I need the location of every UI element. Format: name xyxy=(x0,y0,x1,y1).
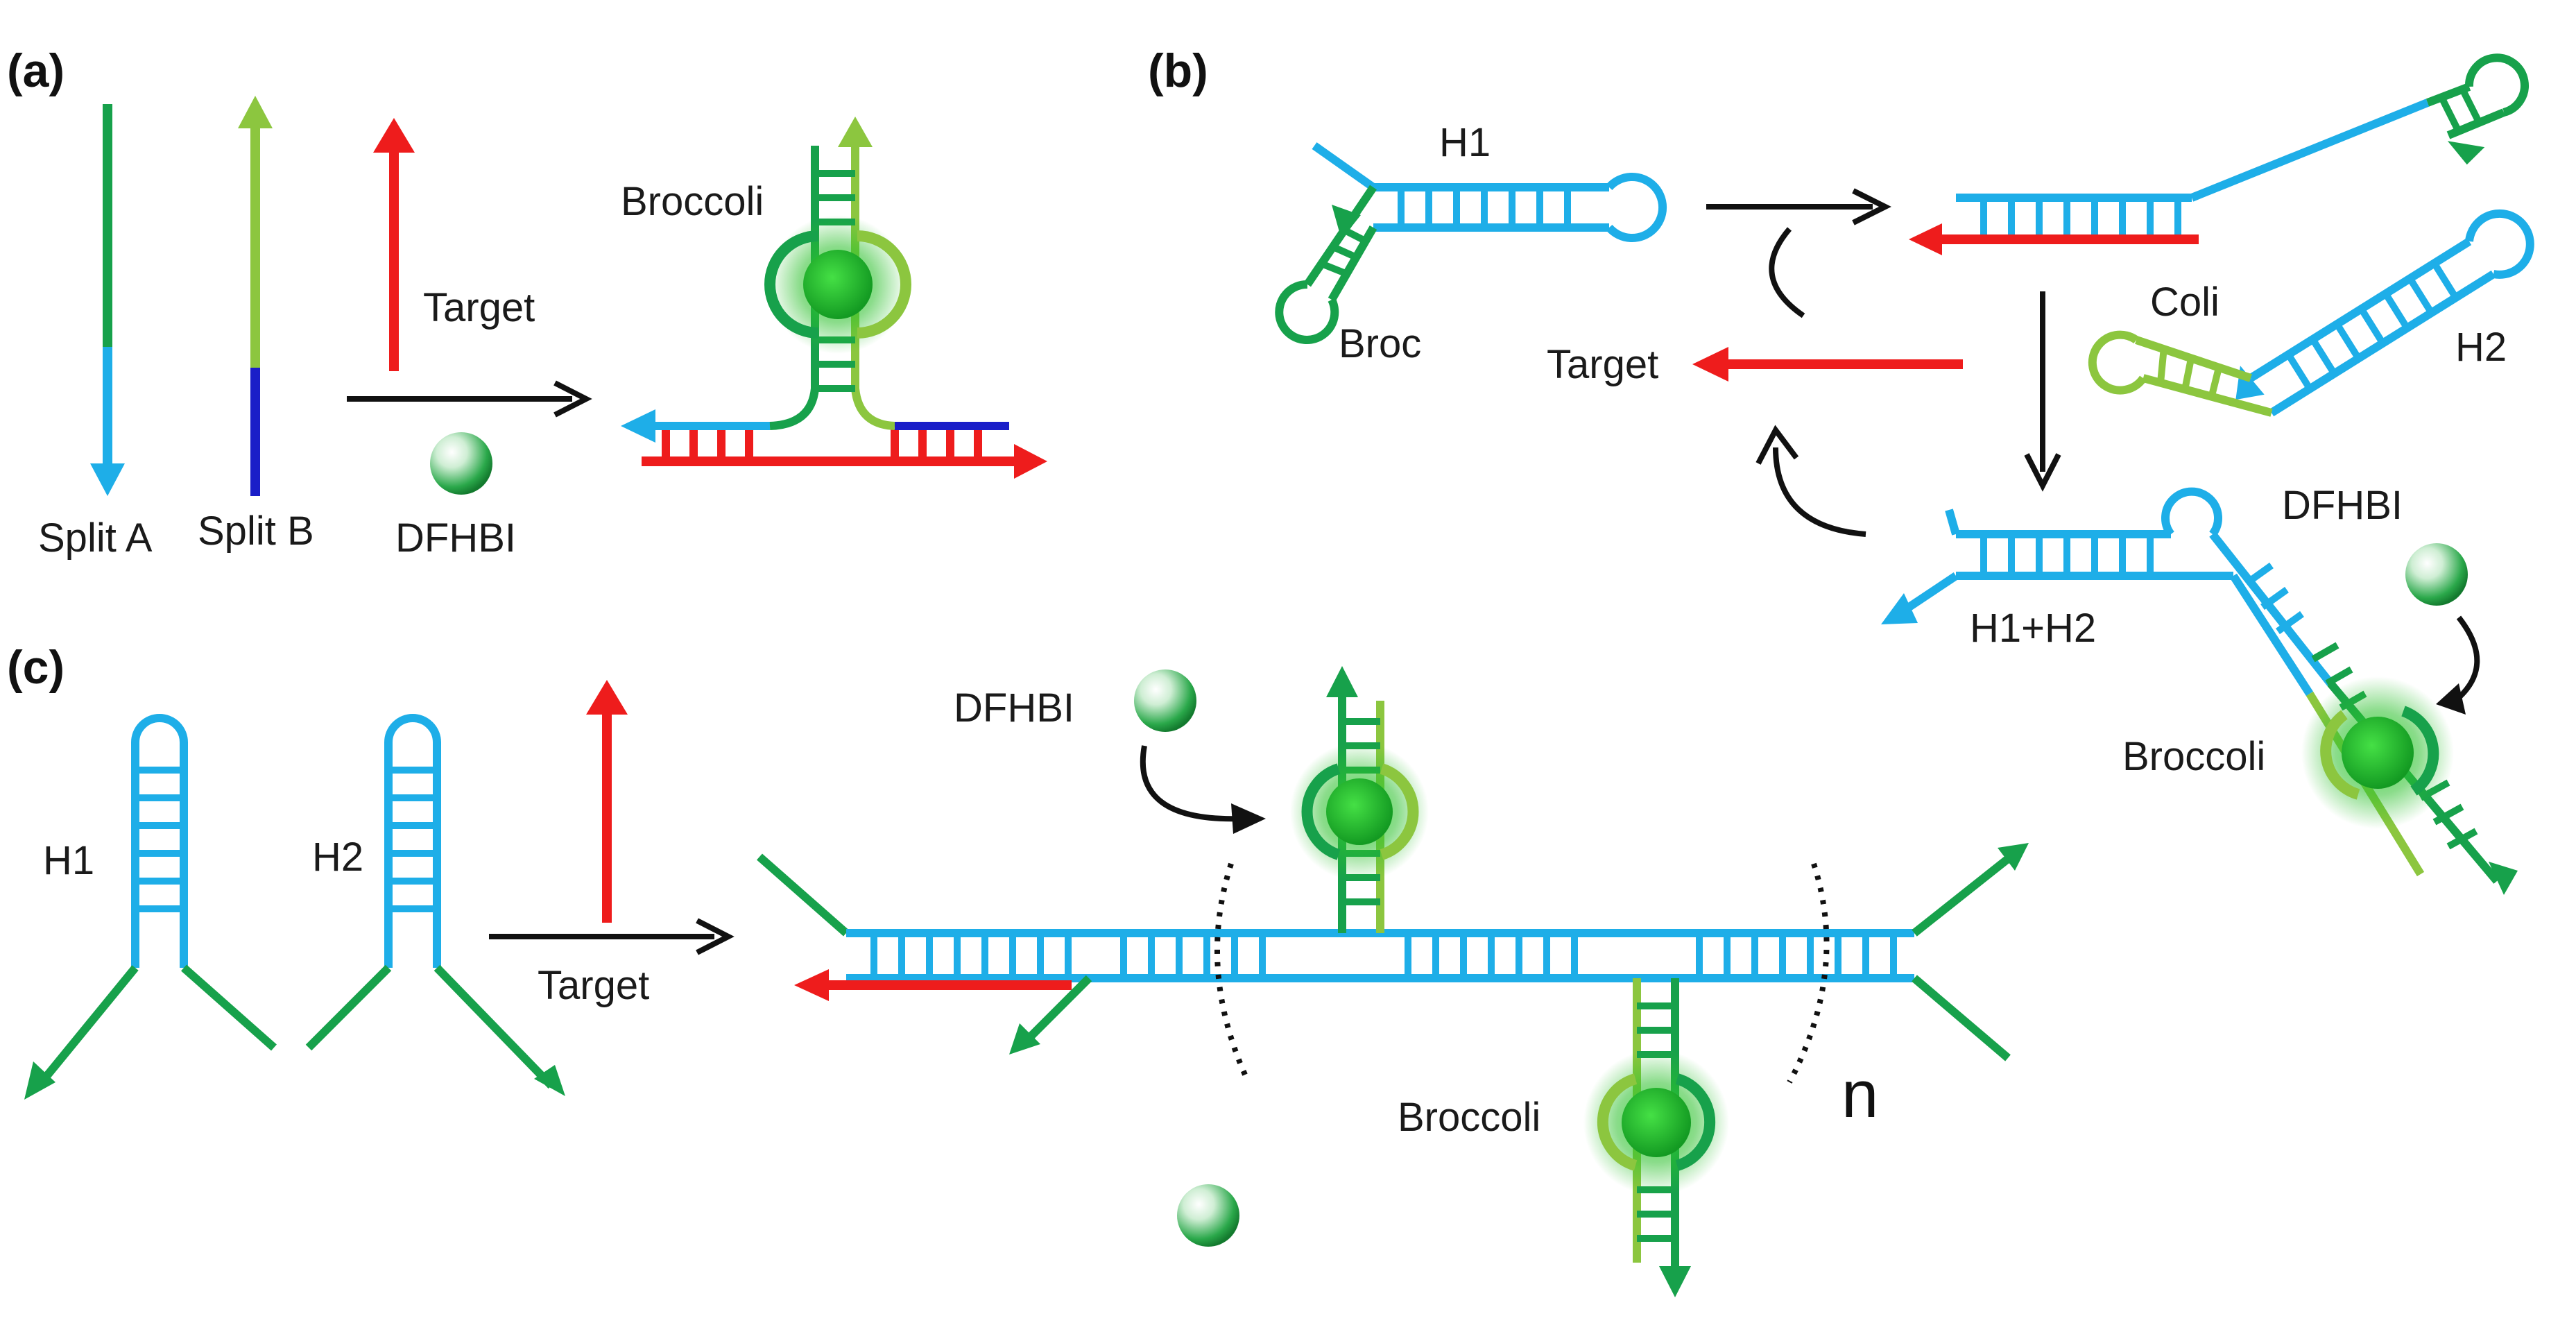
split-a-strand xyxy=(90,104,125,496)
dfhbi-binding-arrow-b xyxy=(2436,615,2480,715)
h1-label-c: H1 xyxy=(43,838,94,883)
broccoli-label-c: Broccoli xyxy=(1398,1095,1540,1140)
repeat-n-label: n xyxy=(1841,1057,1878,1132)
target-label-b: Target xyxy=(1547,342,1658,387)
h2-hairpin-c xyxy=(305,714,565,1096)
target-release-arrow xyxy=(1692,347,1963,382)
broccoli-label-b: Broccoli xyxy=(2122,734,2265,779)
panel-c: (c) H1 xyxy=(7,641,2029,1297)
hcr-polymer xyxy=(757,666,2029,1297)
cycle-arrow-back xyxy=(1755,425,1866,537)
reaction-arrow xyxy=(347,380,592,418)
cycle-arrow-forward xyxy=(1706,188,1891,318)
dfhbi-ball xyxy=(430,432,492,495)
h1-h2-complex xyxy=(1881,487,2518,895)
h1-h2-label: H1+H2 xyxy=(1970,606,2096,651)
dfhbi-label-c: DFHBI xyxy=(954,685,1074,731)
panel-c-label: (c) xyxy=(7,641,65,694)
panel-b: (b) xyxy=(1148,44,2534,895)
cycle-arrow-down xyxy=(2024,291,2061,492)
dfhbi-label: DFHBI xyxy=(395,515,516,561)
panel-a-label: (a) xyxy=(7,44,65,97)
broccoli-label-a: Broccoli xyxy=(621,179,764,224)
split-b-label: Split B xyxy=(198,509,314,554)
coli-label: Coli xyxy=(2150,280,2219,325)
split-broccoli-complex xyxy=(621,117,1047,479)
target-label: Target xyxy=(423,285,535,330)
h1-label-b: H1 xyxy=(1439,120,1491,165)
target-label-c: Target xyxy=(538,963,649,1008)
dfhbi-label-b: DFHBI xyxy=(2282,483,2403,528)
target-arrow-c xyxy=(586,680,628,923)
split-a-label: Split A xyxy=(38,515,153,561)
dfhbi-ball-b xyxy=(2405,543,2468,606)
h2-hairpin-b xyxy=(2088,209,2534,417)
h1-hairpin-b xyxy=(1275,142,1667,344)
h1-hairpin-c xyxy=(24,714,277,1100)
panel-b-label: (b) xyxy=(1148,44,1208,97)
free-dfhbi-ball xyxy=(1177,1184,1239,1247)
reaction-arrow-c xyxy=(489,918,735,955)
h2-label-b: H2 xyxy=(2455,325,2507,370)
dfhbi-ball-c xyxy=(1134,669,1196,732)
h1-target-duplex xyxy=(1909,53,2529,255)
target-arrow xyxy=(373,118,415,371)
h2-label-c: H2 xyxy=(312,835,363,880)
split-b-strand xyxy=(238,96,273,496)
broc-label: Broc xyxy=(1339,321,1421,366)
dfhbi-binding-arrow-c xyxy=(1140,745,1266,834)
panel-a: (a) Split A Split B Target DFHBI xyxy=(7,44,1047,561)
